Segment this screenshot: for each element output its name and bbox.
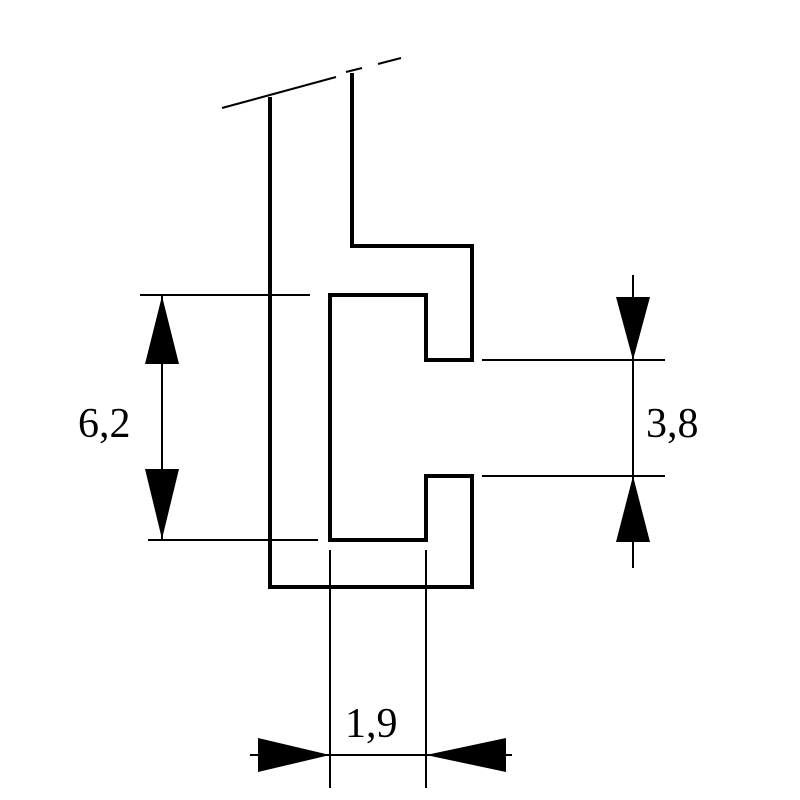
outer-body-outline	[268, 73, 474, 589]
arrowhead-down	[145, 469, 179, 539]
dimension-label-slot-width: 1,9	[345, 701, 398, 747]
arrowhead-right	[258, 738, 330, 772]
arrowhead-up	[145, 296, 179, 364]
break-lines	[221, 57, 402, 109]
dimension-slot-height	[140, 294, 318, 541]
profile-outline	[268, 73, 474, 589]
dimension-label-opening-height: 3,8	[646, 401, 699, 447]
arrowhead-left	[426, 738, 506, 772]
dimension-slot-width	[250, 550, 512, 788]
break-line-segment	[345, 67, 363, 73]
arrowhead-down	[616, 297, 650, 360]
dimension-opening-height	[482, 275, 665, 568]
dimension-label-slot-height: 6,2	[78, 401, 131, 447]
break-line-segment-end	[377, 57, 402, 65]
break-line-main	[221, 76, 337, 109]
arrowhead-up	[616, 476, 650, 542]
